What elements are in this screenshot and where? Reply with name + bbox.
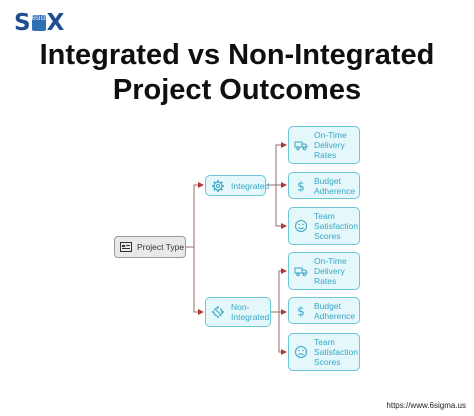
- footer-url: https://www.6sigma.us: [386, 401, 466, 410]
- integrated-ontime-node: On-Time Delivery Rates: [288, 126, 360, 164]
- svg-text:$: $: [297, 179, 305, 193]
- project-type-node: Project Type: [114, 236, 186, 258]
- connector-root-nonintegrated: [193, 247, 204, 315]
- page-title: Integrated vs Non-Integrated Project Out…: [0, 38, 474, 108]
- connector-integrated-ontime: [266, 142, 287, 186]
- integrated-budget-node: $ Budget Adherence: [288, 172, 360, 199]
- nonintegrated-budget-node: $ Budget Adherence: [288, 297, 360, 324]
- frown-icon: [295, 346, 307, 358]
- nonintegrated-ontime-node: On-Time Delivery Rates: [288, 252, 360, 290]
- dollar-icon: $: [297, 179, 305, 193]
- connector-nonintegrated-ontime: [271, 268, 287, 313]
- svg-text:$: $: [297, 304, 305, 318]
- nonintegrated-ontime-label: On-Time Delivery Rates: [314, 256, 347, 286]
- integrated-team-node: Team Satisfaction Scores: [288, 207, 360, 245]
- title-line-2: Project Outcomes: [112, 74, 362, 106]
- integrated-node: Integrated: [205, 175, 270, 196]
- logo-badge: 6SIGMA: [31, 15, 54, 31]
- connector-integrated-team: [275, 185, 287, 229]
- project-icon: [120, 242, 132, 252]
- broken-gear-icon: [212, 306, 224, 318]
- logo-letter-s: S: [14, 10, 31, 36]
- non-integrated-label: Non-Integrated: [231, 302, 270, 322]
- project-type-label: Project Type: [137, 242, 185, 252]
- non-integrated-node: Non-Integrated: [205, 297, 271, 327]
- connector-root-integrated: [186, 182, 204, 248]
- nonintegrated-budget-label: Budget Adherence: [314, 300, 356, 321]
- connector-nonintegrated-team: [278, 312, 287, 355]
- integrated-team-label: Team Satisfaction Scores: [314, 211, 358, 241]
- nonintegrated-team-node: Team Satisfaction Scores: [288, 333, 360, 371]
- gear-icon: [212, 179, 224, 192]
- dollar-icon: $: [297, 304, 305, 318]
- title-line-1: Integrated vs Non-Integrated: [39, 39, 435, 71]
- integrated-label: Integrated: [231, 180, 270, 191]
- truck-icon: [294, 267, 308, 277]
- logo-letter-x: X: [46, 10, 65, 36]
- nonintegrated-team-label: Team Satisfaction Scores: [314, 337, 358, 367]
- smile-icon: [295, 220, 307, 232]
- brand-logo: S6SIGMAX: [14, 10, 65, 36]
- integrated-ontime-label: On-Time Delivery Rates: [314, 130, 347, 160]
- integrated-budget-label: Budget Adherence: [314, 175, 356, 196]
- truck-icon: [294, 141, 308, 151]
